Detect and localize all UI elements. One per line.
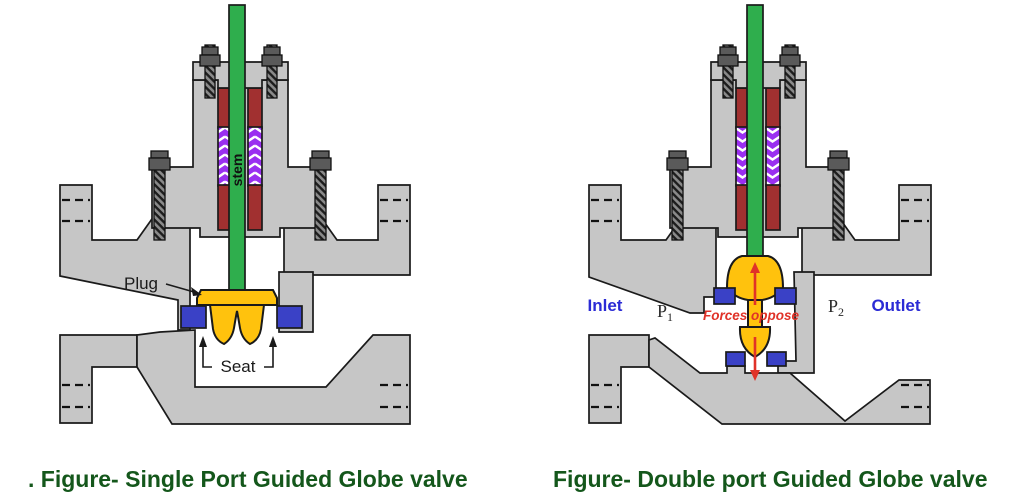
lower-seat-ring-left [725, 351, 746, 367]
seat-ring-left [180, 305, 207, 329]
bonnet-flange-bolts [148, 150, 332, 241]
upward-force-arrow-head [750, 262, 760, 273]
stem-label: stem [229, 154, 245, 187]
lower-seat-ring-right [766, 351, 787, 367]
seat-bracket-left [202, 345, 212, 368]
valve-body-lower-casting [648, 337, 931, 425]
double-port-valve-figure: Inlet P1 Forces oppose P2 Outlet Figure-… [553, 4, 987, 492]
bonnet-flange-bolts [666, 150, 850, 241]
plug-arrow-line [165, 283, 195, 293]
flange-bolt-hole-dashes [591, 198, 929, 409]
plug-guide-skirt [208, 304, 266, 346]
gland-bolts [199, 44, 283, 99]
downward-force-arrow-head [750, 370, 760, 381]
seat-bracket-right [264, 345, 274, 368]
plug-disc [196, 289, 278, 306]
seat-ring-right [276, 305, 303, 329]
inlet-label: Inlet [588, 296, 623, 315]
valve-stem [228, 4, 246, 294]
seat-arrow-head-right [269, 336, 277, 347]
valve-body-lower-left-flange [59, 334, 138, 424]
seat-arrow-head-left [199, 336, 207, 347]
upper-seat-ring-left [713, 287, 736, 305]
p2-label: P2 [828, 296, 844, 319]
flange-bolt-hole-dashes [62, 198, 408, 409]
plug-label: Plug [124, 274, 158, 293]
single-port-caption: . Figure- Single Port Guided Globe valve [28, 466, 468, 492]
single-port-valve-figure: stem Plug Seat . Figure- Single Port Gui… [28, 4, 468, 492]
valve-stem [746, 4, 764, 260]
gland-bolts [717, 44, 801, 99]
p1-label: P1 [657, 301, 673, 324]
seat-label: Seat [221, 357, 256, 376]
outlet-label: Outlet [871, 296, 920, 315]
double-port-caption: Figure- Double port Guided Globe valve [553, 466, 987, 492]
valve-body-lower-left-flange [588, 334, 650, 424]
plug-arrow-head [191, 287, 202, 296]
upper-seat-ring-right [774, 287, 797, 305]
forces-oppose-label: Forces oppose [703, 308, 800, 323]
valve-body-lower-casting [136, 329, 411, 425]
